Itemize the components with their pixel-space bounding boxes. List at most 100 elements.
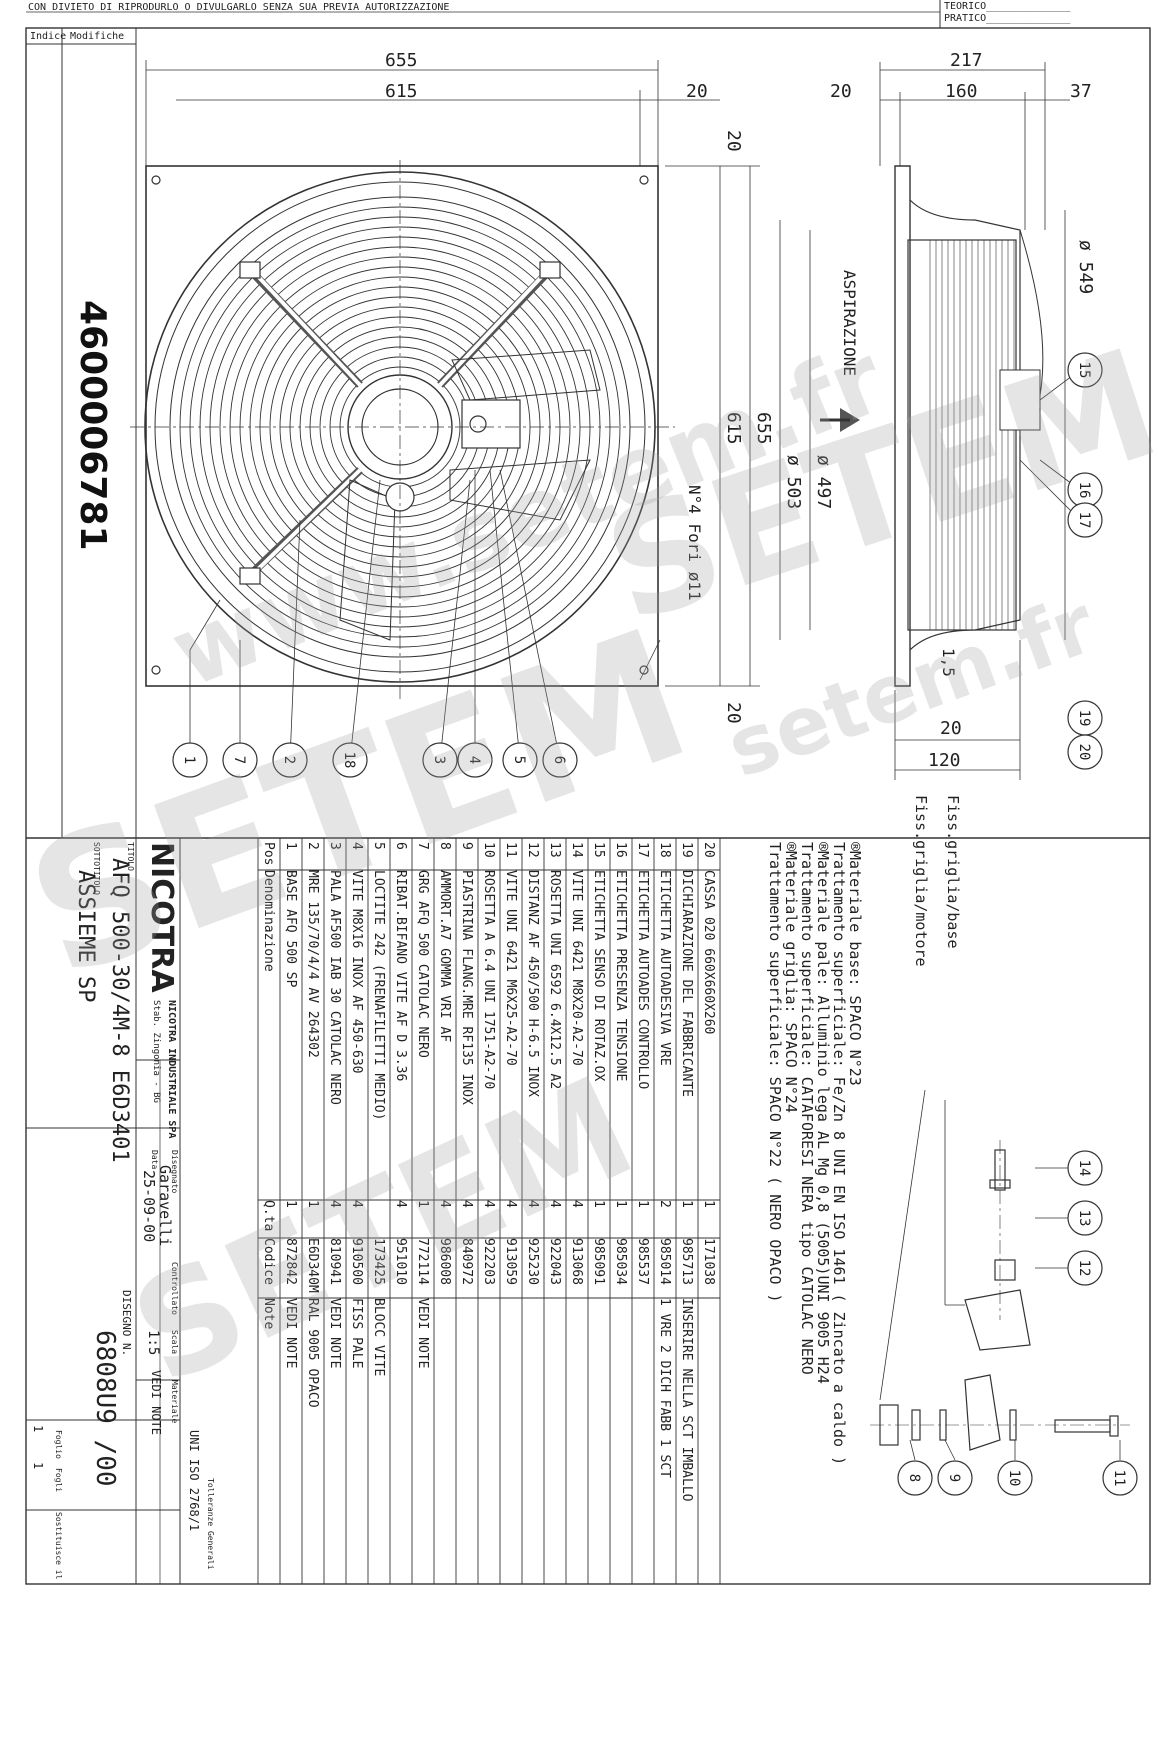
balloon-11 [1102,1460,1138,1496]
bom-cell-qty: 4 [481,1200,496,1208]
balloon-4 [457,742,493,778]
bom-cell-name: ETICHETTA AUTOADES CONTROLLO [635,870,650,1090]
disegno-label: DISEGNO N. [120,1290,133,1357]
balloon-9-label: 9 [946,1474,962,1482]
bom-cell-name: AMMORT.A7 GOMMA VRI AF [437,870,452,1043]
company-place: Stab. Zingonia - BG [151,1000,161,1103]
fogli-label: Fogli [54,1468,63,1493]
balloon-3-label: 3 [431,756,447,764]
confidentiality-notice: CON DIVIETO DI RIPRODURLO O DIVULGARLO S… [28,2,450,13]
tolleranze-value: UNI ISO 2768/1 [187,1430,201,1532]
bom-cell-pos: 13 [547,842,562,858]
bom-cell-note: VEDI NOTE [283,1298,298,1369]
bom-cell-qty: 1 [415,1200,430,1208]
bom-cell-pos: 15 [591,842,606,858]
note-line-1: ®Materiale base: SPACO N°23 [846,842,864,1086]
indice-label: Indice [30,31,67,42]
bom-cell-qty: 1 [305,1200,320,1208]
bom-cell-code: 922203 [481,1238,496,1285]
balloon-15-label: 15 [1076,362,1092,379]
balloon-5-label: 5 [511,756,527,764]
bom-cell-pos: 4 [349,842,364,850]
bom-cell-pos: 6 [393,842,408,850]
bom-cell-name: LOCTITE 242 (FRENAFILETTI MEDIO) [371,870,386,1121]
bom-cell-qty: 4 [547,1200,562,1208]
bom-cell-qty: 4 [503,1200,518,1208]
bom-cell-pos: 10 [481,842,496,858]
bom-cell-pos: 5 [371,842,386,850]
bom-cell-code: 872842 [283,1238,298,1285]
balloon-12-label: 12 [1076,1260,1092,1277]
part-number: 4600006781 [72,300,113,551]
bom-cell-name: CASSA 020 660X660X260 [701,870,716,1035]
balloon-15 [1067,352,1103,388]
disegno-value: 6808U9 /00 [90,1330,120,1487]
balloon-11-label: 11 [1111,1470,1127,1487]
balloon-14-label: 14 [1076,1160,1092,1177]
bom-cell-qty: 1 [679,1200,694,1208]
bom-cell-pos: 7 [415,842,430,850]
bom-cell-pos: 9 [459,842,474,850]
balloon-13 [1067,1200,1103,1236]
side-plate [894,165,911,687]
balloon-7 [222,742,258,778]
dim-dia549: ø 549 [1075,240,1096,295]
bom-cell-name: VITE M8X16 INOX AF 450-630 [349,870,364,1074]
bom-cell-note: RAL 9005 OPACO [305,1298,320,1408]
holes-note: N°4 Fori ø11 [685,485,704,601]
bom-cell-pos: 2 [305,842,320,850]
bom-cell-code: 810941 [327,1238,342,1285]
bom-cell-qty: 1 [635,1200,650,1208]
dim-655: 655 [385,50,418,71]
balloon-16-label: 16 [1076,482,1092,499]
bom-cell-pos: 14 [569,842,584,858]
company-logo: NICOTRA [144,842,179,993]
bom-cell-pos: 18 [657,842,672,858]
balloon-19-label: 19 [1076,710,1092,727]
bom-cell-code: 985091 [591,1238,606,1285]
note-line-2: Trattamento superficiale: Fe/Zn 8 UNI EN… [830,842,848,1466]
bom-cell-name: VITE UNI 6421 M8X20-A2-70 [569,870,584,1066]
data-label: Data [150,1150,159,1170]
scala-value: 1:5 [145,1330,161,1356]
dim-20: 20 [686,81,708,102]
bom-cell-qty: 4 [327,1200,342,1208]
modifiche-label: Modifiche [70,31,125,42]
bom-cell-pos: 8 [437,842,452,850]
bom-cell-qty: 4 [393,1200,408,1208]
bom-cell-code: 913068 [569,1238,584,1285]
dim-20-side: 20 [830,81,852,102]
bom-cell-pos: 3 [327,842,342,850]
bom-cell-code: 951010 [393,1238,408,1285]
bom-cell-code: 986008 [437,1238,452,1285]
balloon-7-label: 7 [231,756,247,764]
note-line-5: ®Materiale griglia: SPACO N°24 [782,842,800,1113]
note-line-4: Trattamento superficiale: CATAFORESI NER… [798,842,816,1375]
bom-header-pos: Pos [261,842,276,866]
balloon-1-label: 1 [181,756,197,764]
bom-cell-qty: 2 [657,1200,672,1208]
bom-cell-note: FISS PALE [349,1298,364,1369]
bom-cell-name: PALA AF500 IAB 30 CATOLAC NERO [327,870,342,1105]
fix-label-grid-base: Fiss.griglia/base [944,795,962,949]
balloon-1 [172,742,208,778]
balloon-13-label: 13 [1076,1210,1092,1227]
bom-cell-qty: 4 [437,1200,452,1208]
disegnato-value: Garavelli [156,1165,174,1247]
bom-cell-name: ROSETTA A 6.4 UNI 1751-A2-70 [481,870,496,1090]
side-motor [907,239,1017,631]
bom-cell-code: 985014 [657,1238,672,1285]
scala-label: Scala [170,1330,179,1355]
note-line-6: Trattamento superficiale: SPACO N°22 ( N… [766,842,784,1303]
